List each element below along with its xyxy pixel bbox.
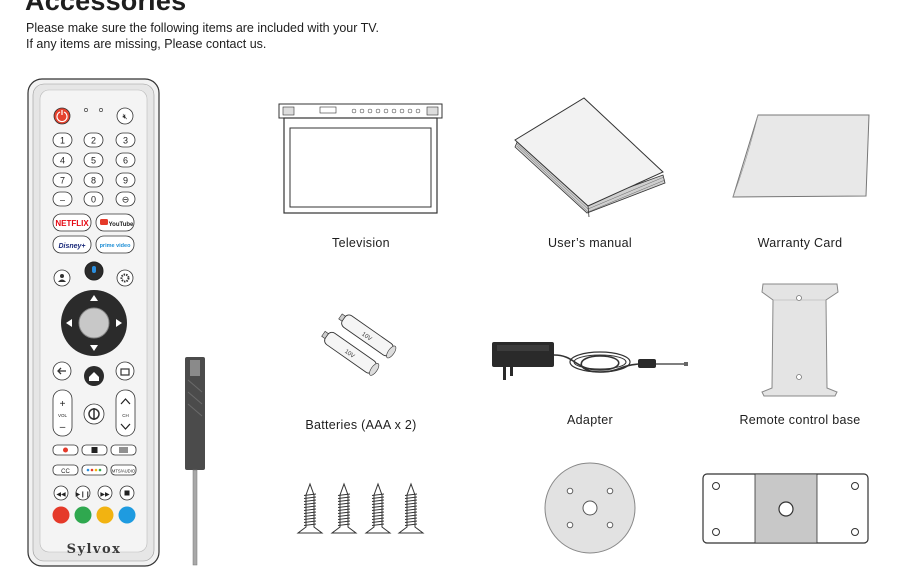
key-2: 2	[91, 136, 96, 146]
ch-label: CH	[122, 413, 129, 418]
svg-text:▶▶: ▶▶	[100, 492, 110, 498]
key-dash: –	[60, 195, 65, 205]
key-9: 9	[123, 176, 128, 186]
screw-icon	[296, 482, 324, 534]
netflix-button-label: NETFLIX	[55, 219, 89, 228]
blue-key	[118, 506, 136, 524]
label-batteries: Batteries (AAA x 2)	[305, 418, 417, 432]
key-5: 5	[91, 156, 96, 166]
label-television: Television	[332, 236, 390, 250]
key-3: 3	[123, 136, 128, 146]
battery-a-label: 10V	[360, 331, 372, 342]
ok-button	[78, 307, 110, 339]
youtube-button-label: YouTube	[109, 222, 134, 228]
screw-icon	[397, 482, 425, 534]
red-key	[52, 506, 70, 524]
green-key	[74, 506, 92, 524]
mute-button	[116, 107, 134, 125]
key-8: 8	[91, 176, 96, 186]
key-1: 1	[60, 136, 65, 146]
intro-line-2: If any items are missing, Please contact…	[26, 37, 267, 51]
settings-button	[116, 269, 134, 287]
prime-button-label: prime video	[100, 243, 132, 249]
key-4: 4	[60, 156, 65, 166]
label-remote-base: Remote control base	[739, 413, 861, 427]
svg-text:▶❙❙: ▶❙❙	[76, 491, 91, 498]
intro-line-1: Please make sure the following items are…	[26, 21, 379, 35]
page-title: Accessories	[25, 0, 187, 16]
svg-text:–: –	[60, 422, 66, 433]
key-7: 7	[60, 176, 65, 186]
label-warranty-card: Warranty Card	[757, 236, 843, 250]
vol-label: VOL	[58, 413, 68, 418]
remote-brand: Sylvox	[67, 542, 122, 557]
screw-icon	[330, 482, 358, 534]
battery-b-label: 10V	[343, 349, 355, 360]
label-users-manual: User’s manual	[547, 236, 633, 250]
cc-label: CC	[61, 469, 70, 475]
disney-button-label: Disney+	[58, 243, 85, 250]
screw-icon	[364, 482, 392, 534]
key-6: 6	[123, 156, 128, 166]
key-0: 0	[91, 195, 96, 205]
svg-text:🔇︎: 🔇︎	[122, 112, 127, 121]
mts-label: MTS/AUDIO	[112, 469, 136, 474]
label-adapter: Adapter	[567, 413, 613, 427]
svg-text:◀◀: ◀◀	[56, 492, 66, 498]
yellow-key	[96, 506, 114, 524]
input-key-icon: ⊖	[122, 195, 130, 205]
svg-text:+: +	[60, 399, 66, 410]
